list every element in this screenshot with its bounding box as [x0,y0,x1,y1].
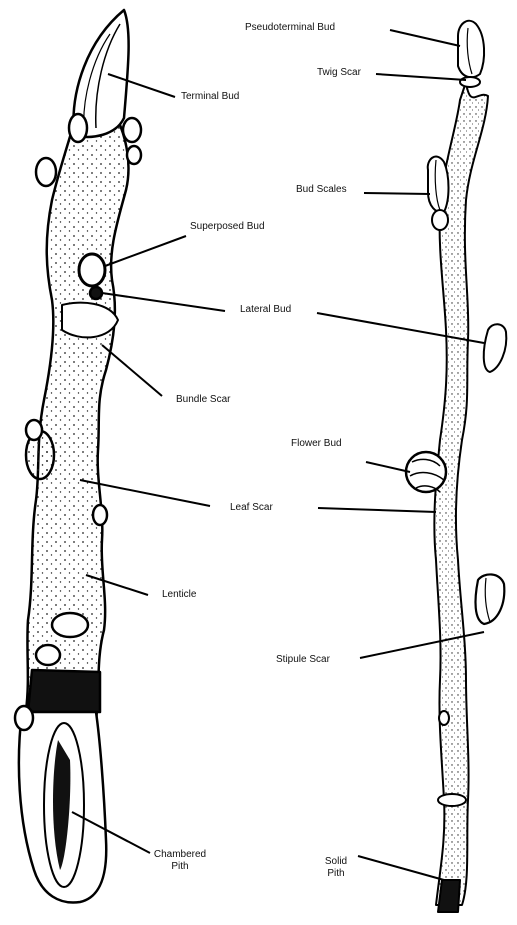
label-lateral-bud: Lateral Bud [240,304,291,316]
left-twig-dark-band [28,670,100,712]
label-bud-scales: Bud Scales [296,184,347,196]
label-flower-bud: Flower Bud [291,438,342,450]
leader-twig-scar [376,74,466,80]
leader-lateral-bud-left [102,293,225,311]
label-stipule-scar: Stipule Scar [276,654,330,666]
label-bundle-scar: Bundle Scar [176,394,230,406]
left-twig [15,10,141,903]
leader-flower-bud [366,462,410,472]
label-leaf-scar: Leaf Scar [230,502,273,514]
right-twig [406,21,506,912]
label-chambered-pith-line1: Chambered [150,849,210,861]
solid-pith-shape [438,880,460,912]
leader-bud-scales [364,193,430,194]
leader-bundle-scar [102,345,162,396]
leader-solid-pith [358,856,444,880]
label-twig-scar: Twig Scar [317,67,361,79]
lateral-bud-shape [484,324,507,372]
label-terminal-bud: Terminal Bud [181,91,239,103]
leader-superposed-bud [105,236,186,266]
label-superposed-bud: Superposed Bud [190,221,265,233]
leader-leaf-scar-right [318,508,436,512]
label-chambered-pith-line2: Pith [150,861,210,873]
label-solid-pith-line1: Solid [316,856,356,868]
label-solid-pith-line2: Pith [316,868,356,880]
label-pseudoterminal-bud: Pseudoterminal Bud [245,22,335,34]
label-lenticle: Lenticle [162,589,196,601]
leader-pseudoterminal-bud [390,30,460,46]
